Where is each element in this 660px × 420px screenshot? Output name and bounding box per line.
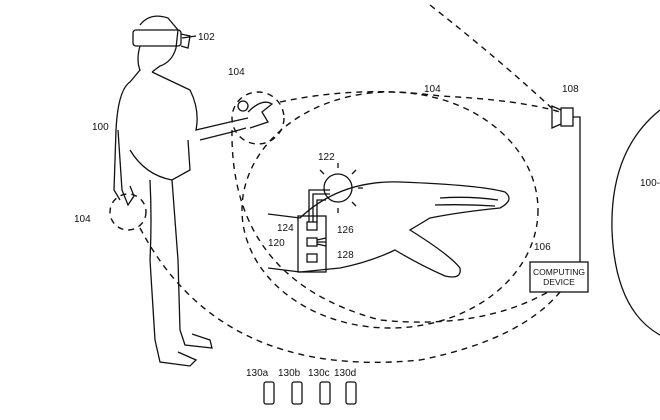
label-128: 128	[337, 250, 354, 261]
head-mounted-display	[132, 29, 182, 47]
label-126: 126	[337, 225, 354, 236]
label-100: 100	[92, 122, 109, 133]
label-120: 120	[268, 238, 285, 249]
component-124	[306, 221, 318, 231]
light-source-icon	[323, 173, 353, 203]
label-108: 108	[562, 84, 579, 95]
label-104-circle: 104	[424, 84, 441, 95]
wearable-device	[297, 215, 327, 273]
computing-device-line2: DEVICE	[543, 277, 575, 287]
label-100-right: 100-	[640, 178, 660, 189]
signal-path-left	[139, 227, 561, 364]
label-122: 122	[318, 152, 335, 163]
component-128	[306, 253, 318, 263]
label-130a: 130a	[246, 368, 269, 379]
second-user-outline	[611, 109, 660, 336]
light-rays	[319, 163, 363, 213]
label-104-left: 104	[74, 214, 91, 225]
label-130b: 130b	[278, 368, 301, 379]
user-figure	[113, 15, 274, 367]
tracking-path	[279, 90, 561, 113]
label-106: 106	[534, 242, 551, 253]
camera-icon	[560, 107, 574, 127]
component-126	[306, 237, 318, 247]
enlarged-view-circle	[241, 91, 539, 329]
light-icon	[237, 100, 249, 112]
signal-path-lower	[231, 129, 549, 323]
label-104-top: 104	[228, 67, 245, 78]
label-130d: 130d	[334, 368, 356, 379]
computing-device-line1: COMPUTING	[533, 267, 585, 277]
leader-102	[181, 35, 197, 39]
left-hand-highlight-circle	[109, 193, 147, 231]
label-102: 102	[198, 32, 215, 43]
computing-device-box	[529, 261, 589, 293]
camera-view-line	[429, 4, 557, 113]
label-130c: 130c	[308, 368, 330, 379]
wearable-variants	[263, 381, 357, 405]
label-124: 124	[277, 223, 294, 234]
hand-highlight-circle	[231, 91, 285, 145]
enlarged-hand	[267, 181, 510, 278]
